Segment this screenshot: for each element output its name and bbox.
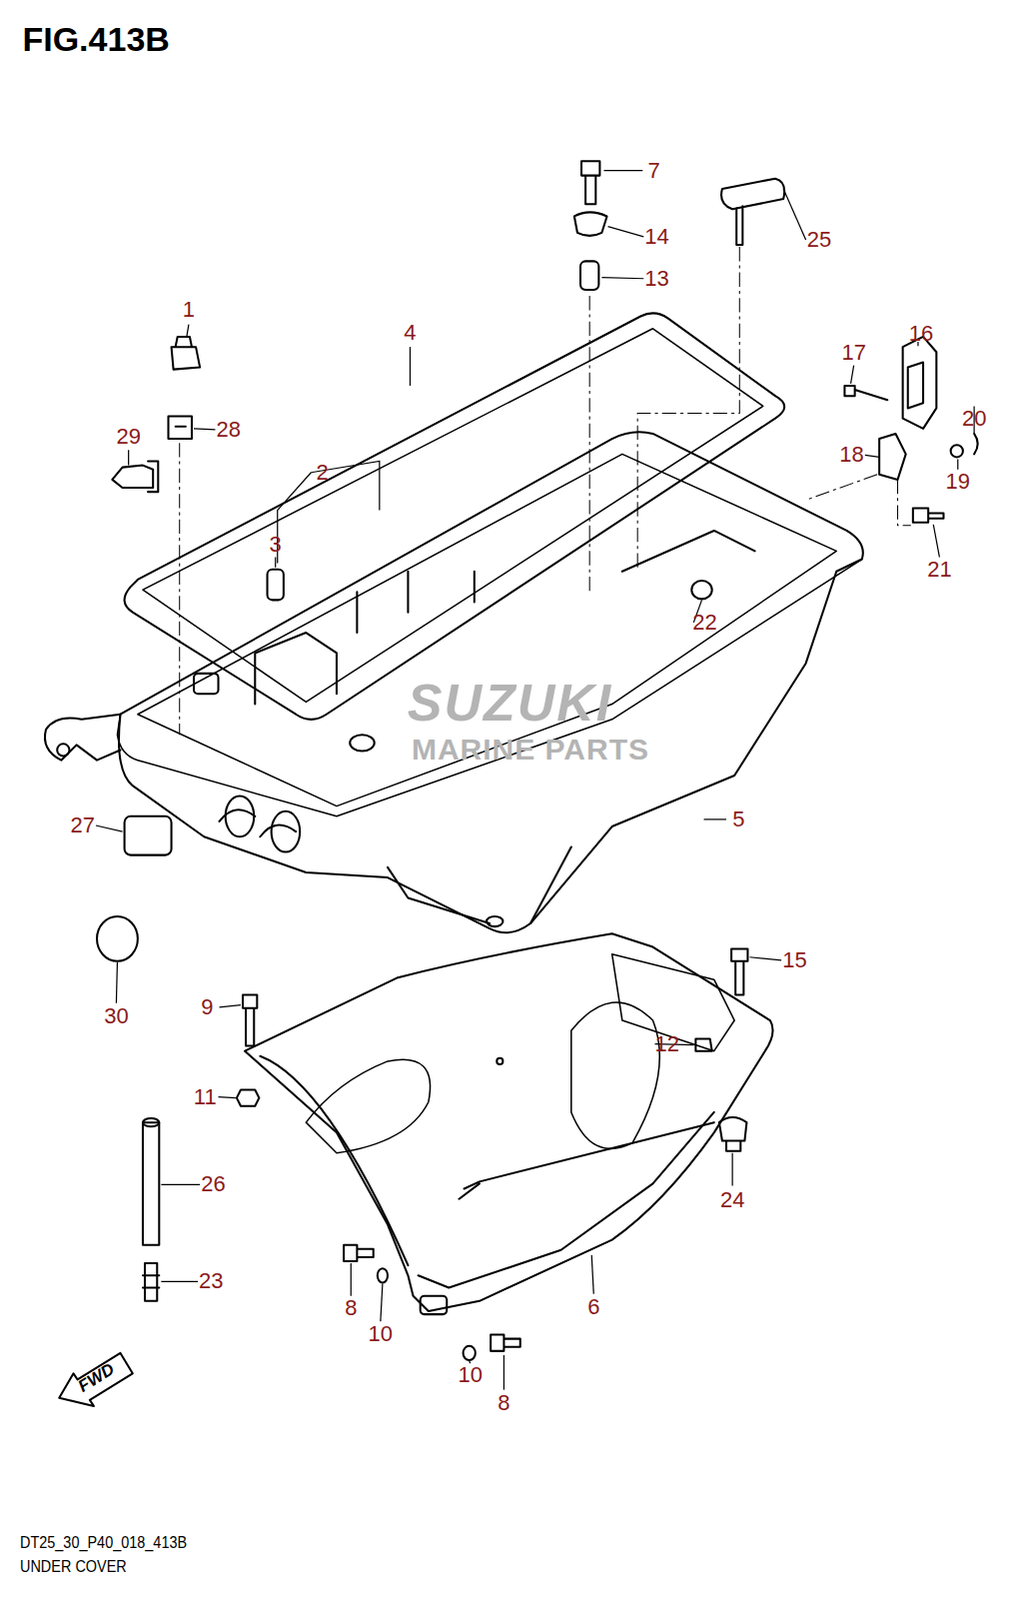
callout-number: 24 xyxy=(720,1188,745,1211)
callout-number: 16 xyxy=(909,322,934,345)
callout-number: 20 xyxy=(962,407,987,430)
callout-number: 27 xyxy=(69,814,94,837)
figure-caption: UNDER COVER xyxy=(19,1557,127,1575)
callout-number: 9 xyxy=(200,996,213,1018)
callout-number: 19 xyxy=(946,470,971,493)
watermark: MARINE PARTS xyxy=(411,734,650,765)
callout-number: 10 xyxy=(368,1322,393,1345)
callout-number: 6 xyxy=(587,1295,600,1318)
callout-number: 14 xyxy=(644,225,669,248)
callout-number: 28 xyxy=(215,418,240,441)
callout-number: 12 xyxy=(655,1032,680,1055)
callout-number: 23 xyxy=(198,1269,223,1292)
callout-number: 5 xyxy=(732,808,745,831)
watermark: SUZUKI xyxy=(407,676,614,729)
callout-number: 3 xyxy=(269,533,282,556)
callout-number: 26 xyxy=(200,1172,225,1195)
callout-number: 22 xyxy=(692,611,717,634)
direction-arrow-label: FWD xyxy=(74,1359,117,1395)
drawing-code: DT25_30_P40_018_413B xyxy=(19,1533,187,1551)
callout-number: 30 xyxy=(103,1005,128,1027)
callout-number: 15 xyxy=(782,949,807,972)
callout-number: 8 xyxy=(344,1296,357,1319)
callout-number: 11 xyxy=(193,1085,217,1108)
callout-number: 29 xyxy=(115,425,140,448)
callout-number: 18 xyxy=(839,443,864,466)
callout-number: 13 xyxy=(644,267,669,290)
callout-number: 10 xyxy=(457,1363,482,1386)
callout-number: 4 xyxy=(403,321,416,344)
callout-number: 8 xyxy=(497,1391,510,1414)
figure-title: FIG.413B xyxy=(21,21,169,56)
callout-number: 21 xyxy=(927,558,952,581)
callout-number: 2 xyxy=(316,461,329,484)
callout-number: 17 xyxy=(841,341,866,364)
callout-number: 7 xyxy=(647,159,660,182)
callout-number: 25 xyxy=(807,228,832,251)
callout-number: 1 xyxy=(182,298,195,321)
